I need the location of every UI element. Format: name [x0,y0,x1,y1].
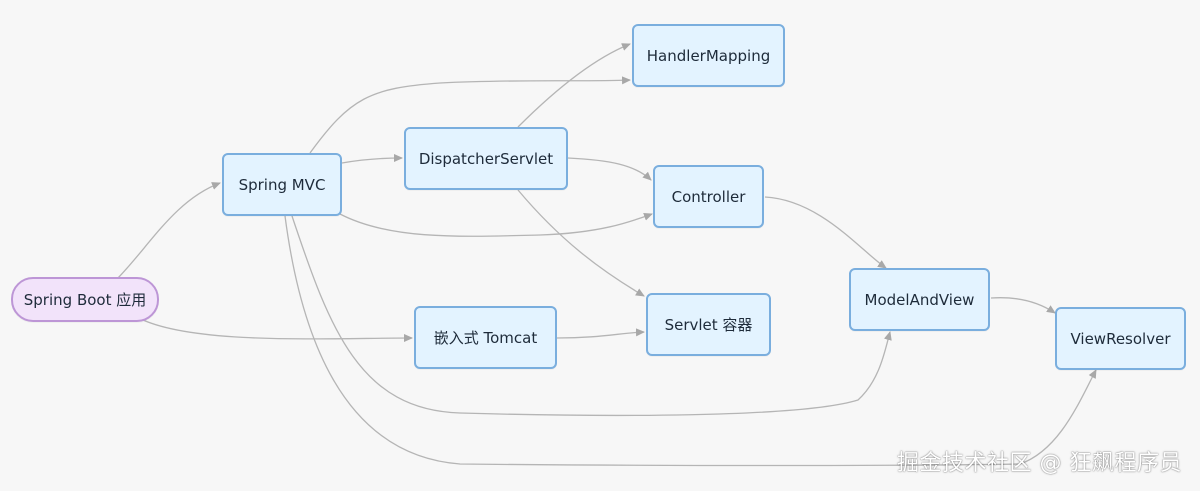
edge-dispatcher-servlet-to-servlet-container [517,189,645,297]
edge-spring-mvc-to-model-and-view [291,215,892,417]
node-servlet-container: Servlet 容器 [646,293,771,356]
edge-controller-to-model-and-view [764,196,887,269]
node-dispatcher-servlet: DispatcherServlet [404,127,568,190]
edge-dispatcher-servlet-to-handler-mapping [517,43,631,128]
node-controller: Controller [653,165,764,228]
edge-spring-boot-to-embedded-tomcat [142,319,413,343]
edge-embedded-tomcat-to-servlet-container [556,328,645,339]
edge-spring-mvc-to-handler-mapping [309,76,631,154]
watermark-text: 掘金技术社区 @ 狂飙程序员 [897,451,1182,476]
edge-dispatcher-servlet-to-controller [567,157,652,181]
edge-model-and-view-to-view-resolver [990,297,1056,314]
node-spring-mvc: Spring MVC [222,153,342,216]
edge-spring-mvc-to-view-resolver [284,215,1097,467]
edge-spring-mvc-to-dispatcher-servlet [341,154,403,164]
edge-spring-boot-to-spring-mvc [117,182,221,279]
node-handler-mapping: HandlerMapping [632,24,785,87]
node-spring-boot-app: Spring Boot 应用 [11,277,159,322]
edge-spring-mvc-to-controller [339,212,653,237]
node-embedded-tomcat: 嵌入式 Tomcat [414,306,557,369]
node-model-and-view: ModelAndView [849,268,990,331]
node-view-resolver: ViewResolver [1055,307,1186,370]
